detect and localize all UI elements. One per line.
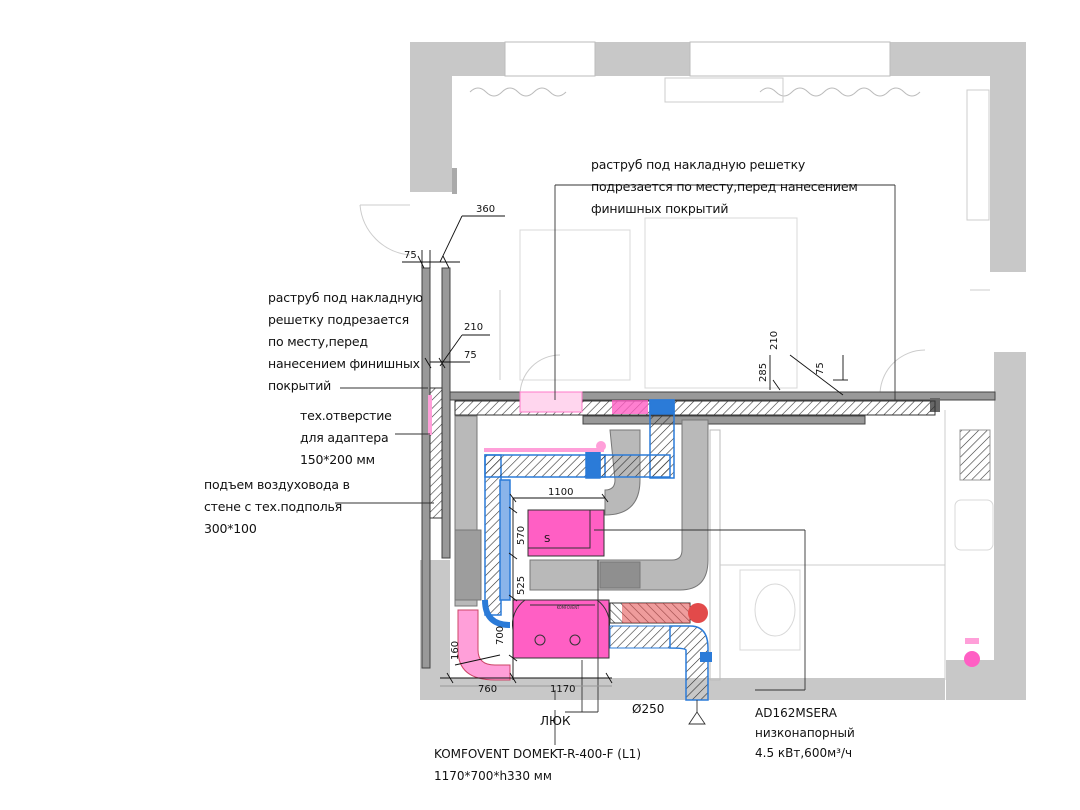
unit-size: 1170*700*h330 мм xyxy=(434,769,552,783)
dimension-lines xyxy=(402,215,848,687)
leader-lines xyxy=(335,184,896,745)
dim-210-right: 210 xyxy=(769,331,780,350)
diameter-label: Ø250 xyxy=(632,702,665,716)
dimension-texts: 360 75 210 75 210 285 75 1100 570 525 70… xyxy=(404,204,826,695)
fixture-top xyxy=(965,638,979,644)
note-left-top: раструб под накладную решетку подрезаетс… xyxy=(268,290,423,393)
dim-285: 285 xyxy=(758,363,769,382)
dim-1100: 1100 xyxy=(548,487,573,498)
ac-type: низконапорный xyxy=(755,726,855,740)
dim-760: 760 xyxy=(478,684,497,695)
valve xyxy=(596,441,606,451)
furniture xyxy=(359,204,994,681)
supply-ducts xyxy=(482,399,675,628)
exhaust-ac-ducts xyxy=(609,602,712,701)
svg-text:KOMFOVENT: KOMFOVENT xyxy=(557,605,580,610)
note-tech-hole: тех.отверстие для адаптера 150*200 мм xyxy=(300,408,392,467)
dim-75-right: 75 xyxy=(815,362,826,375)
ac-specs: 4.5 кВт,600м³/ч xyxy=(755,746,853,760)
unit-name: KOMFOVENT DOMEKT-R-400-F (L1) xyxy=(434,747,641,761)
dim-75-top: 75 xyxy=(404,250,417,261)
dim-160: 160 xyxy=(450,641,461,660)
grey-ducts xyxy=(454,415,709,681)
ac-model: AD162MSERA xyxy=(755,706,837,720)
wall-ducts xyxy=(428,387,936,519)
dim-360: 360 xyxy=(476,204,495,215)
hatch-label: ЛЮК xyxy=(540,714,571,728)
note-top-right: раструб под накладную решетку подрезаетс… xyxy=(591,157,858,216)
komfovent-unit: KOMFOVENT xyxy=(512,599,610,659)
equipment-s-label: S xyxy=(544,534,550,545)
dim-210-left: 210 xyxy=(464,322,483,333)
note-riser: подъем воздуховода в стене с тех.подполь… xyxy=(204,477,350,536)
equipment-s xyxy=(527,509,605,557)
dim-75-left: 75 xyxy=(464,350,477,361)
fixture xyxy=(964,651,980,667)
dim-1170: 1170 xyxy=(550,684,575,695)
dim-700: 700 xyxy=(495,626,506,645)
dim-570: 570 xyxy=(516,526,527,545)
walls xyxy=(410,42,1026,700)
windows xyxy=(469,41,990,221)
pink-strip xyxy=(484,448,604,452)
dim-525: 525 xyxy=(516,576,527,595)
